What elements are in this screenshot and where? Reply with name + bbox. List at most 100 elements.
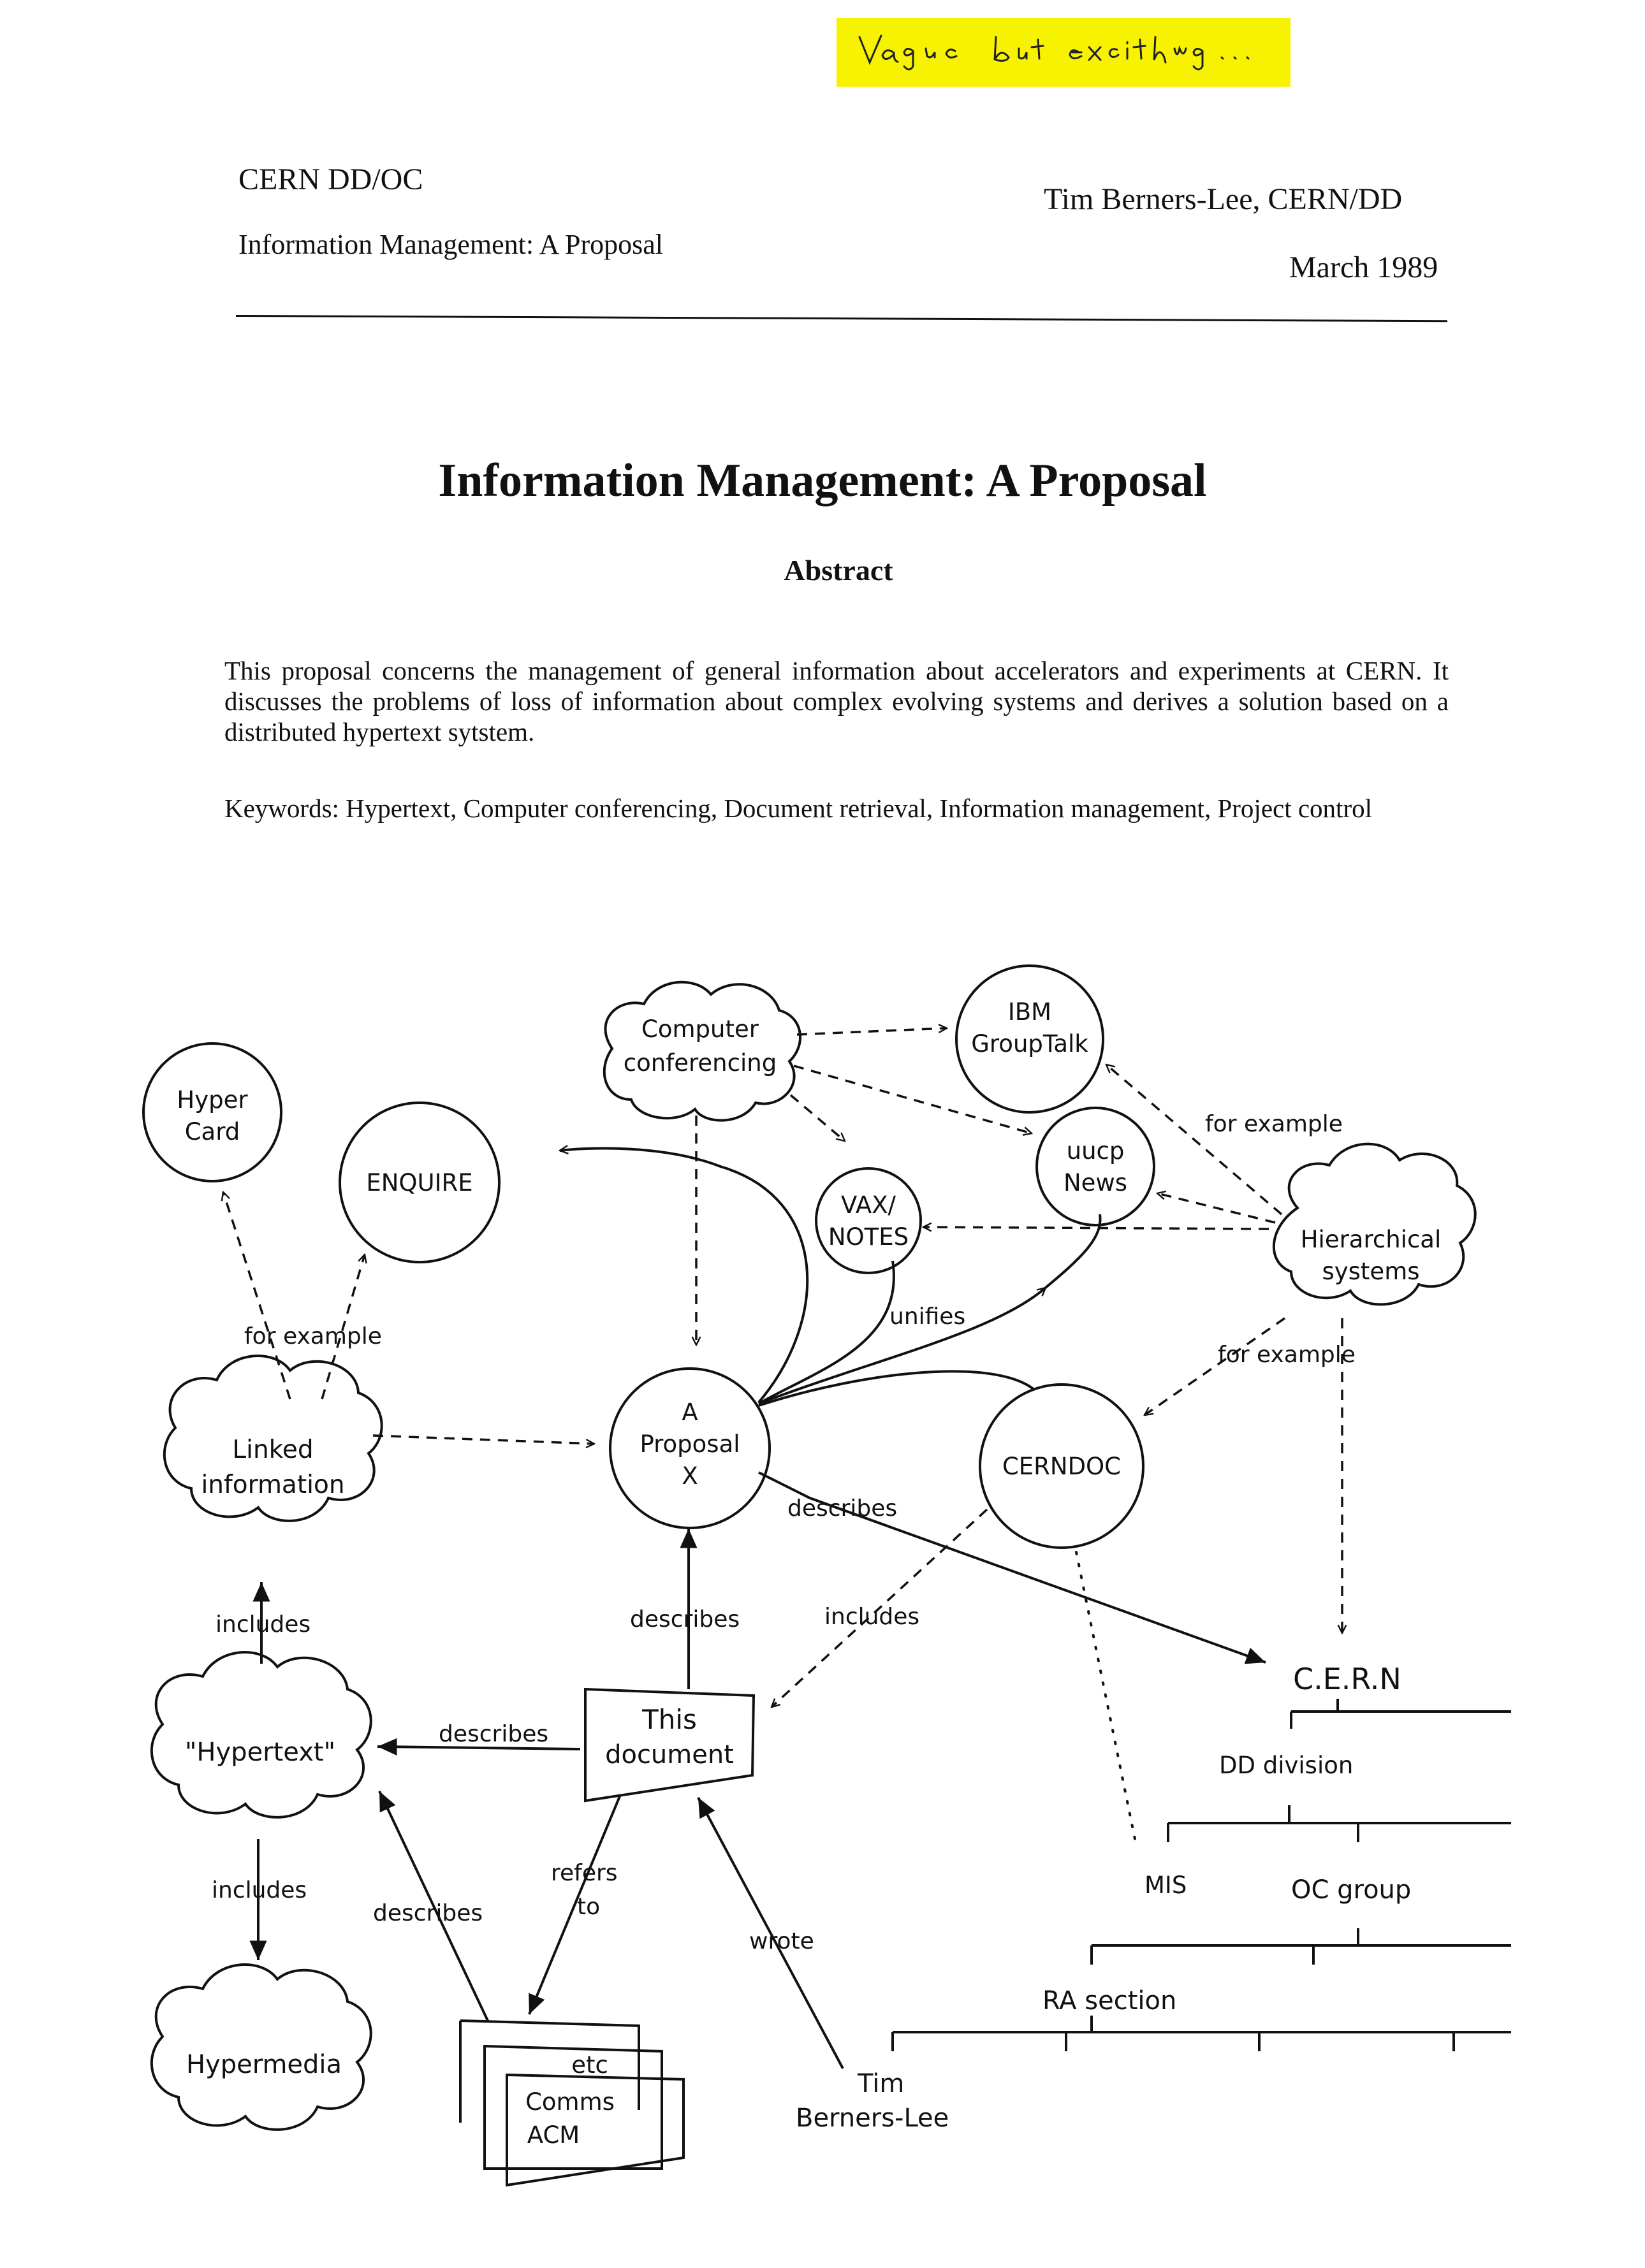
edge-tim-doc: [697, 1797, 844, 2069]
cloud-shape: [150, 1651, 372, 1819]
cloud-shape: [1272, 1142, 1477, 1306]
abstract-paragraph: This proposal concerns the management of…: [224, 656, 1449, 746]
cloud-shape: [163, 1355, 383, 1522]
handwritten-note-scribble: [858, 34, 1250, 71]
org-dd-division: DD division: [1219, 1752, 1353, 1779]
circle-shape: [979, 1383, 1144, 1549]
header-org: CERN DD/OC: [238, 163, 423, 196]
org-chart: C.E.R.N DD division MIS OC group RA sect…: [891, 1662, 1511, 2051]
node-label: Proposal: [640, 1430, 740, 1458]
org-mis: MIS: [1144, 1872, 1187, 1899]
node-label: Berners-Lee: [796, 2104, 949, 2133]
node-label: Linked: [232, 1436, 313, 1464]
label-includes-cerndoc: includes: [824, 1604, 919, 1630]
node-label: This: [641, 1704, 697, 1735]
label-for-example-hypercard: for example: [244, 1323, 382, 1349]
node-label: Card: [185, 1118, 240, 1145]
node-linked-information: Linked information: [163, 1355, 383, 1522]
edge-hier-vax: [923, 1227, 1269, 1229]
proposal-diagram: Computer conferencing IBM GroupTalk Hype…: [142, 964, 1511, 2187]
edge-proposal-cern: [758, 1471, 1266, 1664]
node-label: document: [605, 1740, 734, 1770]
edge-cc-uucp: [793, 1065, 1032, 1133]
org-ra-section: RA section: [1042, 1986, 1176, 2016]
node-label: IBM: [1008, 998, 1051, 1026]
header-subtitle: Information Management: A Proposal: [238, 229, 663, 260]
node-comms-acm-stack: etc Comms ACM: [459, 2019, 685, 2187]
node-label: Hypermedia: [186, 2050, 342, 2079]
org-line-root: [1290, 1699, 1511, 1729]
node-label: uucp: [1067, 1137, 1125, 1165]
abstract-heading: Abstract: [784, 554, 893, 586]
node-label: ENQUIRE: [366, 1169, 472, 1196]
circle-shape: [609, 1367, 771, 1529]
edge-labels: for example for example for example unif…: [212, 1111, 1356, 1954]
edge-hier-ibm: [1106, 1065, 1283, 1216]
circle-shape: [815, 1167, 922, 1274]
node-this-document: This document: [584, 1687, 756, 1803]
label-includes-linked: includes: [216, 1611, 311, 1638]
header-author: Tim Berners-Lee, CERN/DD: [1044, 182, 1403, 216]
stack-back-page: [460, 2019, 640, 2110]
edge-proposal-unifies: [758, 1288, 1046, 1405]
label-describes-comms: describes: [373, 1900, 483, 1926]
label-includes-hypermedia: includes: [212, 1877, 307, 1903]
label-refers: refers: [551, 1860, 618, 1886]
label-describes-proposal: describes: [630, 1606, 740, 1632]
node-uucp-news: uucp News: [1035, 1107, 1155, 1226]
keywords-paragraph: Keywords: Hypertext, Computer conferenci…: [224, 794, 1372, 823]
label-wrote: wrote: [749, 1928, 814, 1954]
node-label: conferencing: [624, 1049, 777, 1077]
label-to: to: [577, 1894, 600, 1920]
circle-shape: [1035, 1107, 1155, 1226]
org-root-cern: C.E.R.N: [1293, 1662, 1401, 1696]
node-hypermedia: Hypermedia: [150, 1963, 372, 2131]
node-enquire: ENQUIRE: [339, 1101, 501, 1263]
node-label: Hierarchical: [1301, 1226, 1442, 1253]
label-for-example-cerndoc: for example: [1218, 1342, 1356, 1368]
org-oc-group: OC group: [1291, 1875, 1411, 1905]
org-line-section: [891, 2016, 1511, 2051]
edge-linked-hypercard: [223, 1192, 291, 1400]
label-for-example-ibm: for example: [1205, 1111, 1343, 1137]
edge-proposal-cerndoc: [758, 1370, 1035, 1407]
edge-cc-vax: [789, 1094, 845, 1141]
header-rule: [235, 315, 1447, 323]
node-cerndoc: CERNDOC: [979, 1383, 1144, 1549]
edge-linked-enquire: [321, 1254, 365, 1400]
edge-linked-proposal: [372, 1434, 594, 1444]
node-label: VAX/: [841, 1191, 896, 1219]
node-label: A: [682, 1399, 698, 1426]
node-label: Computer: [641, 1015, 759, 1043]
label-unifies: unifies: [889, 1304, 965, 1330]
header-date: March 1989: [1289, 251, 1438, 284]
edge-cerndoc-doc: [771, 1508, 988, 1707]
org-line-division: [1167, 1805, 1511, 1842]
node-label: GroupTalk: [971, 1030, 1088, 1058]
stack-middle-page: [483, 2044, 663, 2170]
node-tim-berners-lee: Tim Berners-Lee: [796, 2069, 949, 2133]
stack-etc-label: etc: [571, 2051, 608, 2079]
circle-shape: [142, 1042, 282, 1182]
node-hypercard: Hyper Card: [142, 1042, 282, 1182]
label-describes-cern: describes: [787, 1495, 897, 1522]
node-label: Comms: [525, 2088, 615, 2116]
cloud-shape: [603, 980, 802, 1122]
label-describes-hypertext: describes: [439, 1721, 548, 1747]
stack-front-page: [506, 2073, 685, 2187]
node-a-proposal: A Proposal X: [609, 1367, 771, 1529]
node-label: News: [1064, 1169, 1127, 1196]
cloud-shape: [150, 1963, 372, 2131]
edge-proposal-enquire: [560, 1148, 809, 1404]
diagram-edges: [223, 1028, 1342, 2069]
org-line-group: [1090, 1928, 1511, 1965]
edge-doc-comms: [528, 1796, 621, 2015]
circle-shape: [955, 964, 1104, 1114]
node-label: systems: [1322, 1258, 1419, 1285]
node-label: X: [682, 1462, 698, 1490]
node-label: Hyper: [177, 1086, 248, 1114]
node-ibm-grouptalk: IBM GroupTalk: [955, 964, 1104, 1114]
edge-hier-uucp: [1157, 1193, 1276, 1224]
node-label: NOTES: [828, 1223, 909, 1251]
edge-proposal-vax: [758, 1260, 895, 1405]
